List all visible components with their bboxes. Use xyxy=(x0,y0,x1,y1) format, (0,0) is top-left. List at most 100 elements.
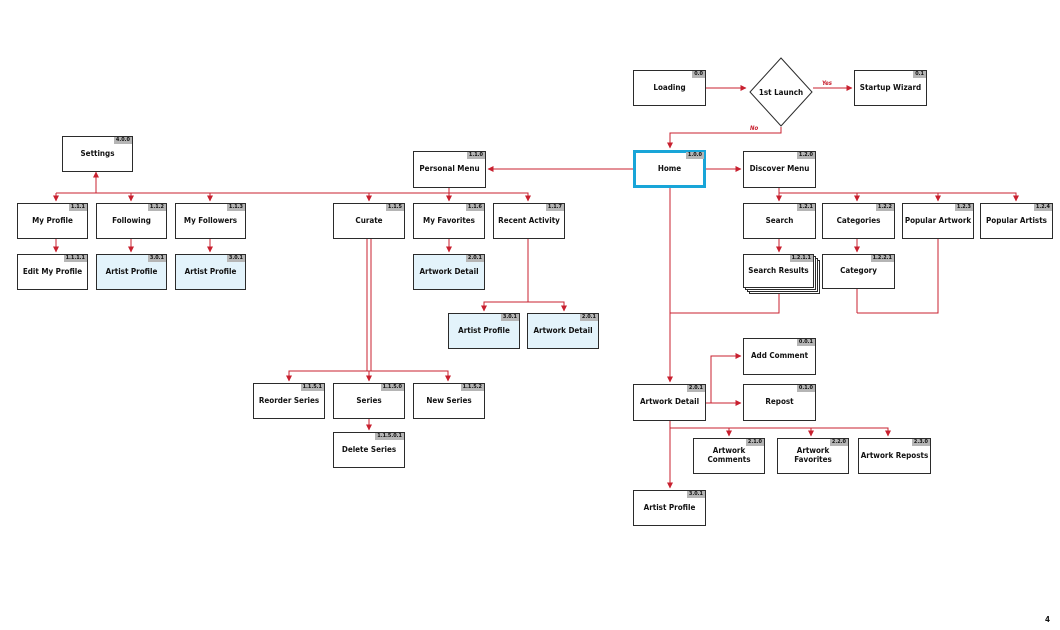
node-code: 1.0.0 xyxy=(685,152,704,159)
node-popular-artwork: 1.2.3 Popular Artwork xyxy=(902,203,974,239)
node-code: 1.1.5.1 xyxy=(300,384,324,391)
node-my-favorites: 1.1.6 My Favorites xyxy=(413,203,485,239)
node-code: 1.1.6 xyxy=(465,204,484,211)
node-label: My Profile xyxy=(32,215,73,225)
node-label: Artist Profile xyxy=(184,266,237,276)
node-code: 1.1.5.2 xyxy=(460,384,484,391)
node-label: Artist Profile xyxy=(105,266,158,276)
node-delete-series: 1.1.5.0.1 Delete Series xyxy=(333,432,405,468)
node-code: 0.1 xyxy=(913,71,926,78)
node-code: 3.0.1 xyxy=(226,255,245,262)
node-artwork-detail: 2.0.1 Artwork Detail xyxy=(633,384,706,421)
node-favorites-artwork-detail: 2.0.1 Artwork Detail xyxy=(413,254,485,290)
node-code: 1.2.1 xyxy=(796,204,815,211)
node-code: 1.1.1.1 xyxy=(63,255,87,262)
node-code: 1.1.3 xyxy=(226,204,245,211)
node-label: Categories xyxy=(836,215,881,225)
node-label: Search xyxy=(765,215,794,225)
node-code: 0.1.0 xyxy=(796,385,815,392)
node-label: Category xyxy=(840,266,877,276)
node-code: 2.0.1 xyxy=(465,255,484,262)
node-code: 3.0.1 xyxy=(500,314,519,321)
node-label: Artwork Favorites xyxy=(794,446,832,464)
node-label: Reorder Series xyxy=(258,395,320,405)
node-label: My Favorites xyxy=(423,215,475,225)
node-following: 1.1.2 Following xyxy=(96,203,167,239)
node-label: Popular Artists xyxy=(986,215,1047,225)
node-artwork-comments: 2.1.0 Artwork Comments xyxy=(693,438,765,474)
node-label: Delete Series xyxy=(341,444,397,454)
node-label: Settings xyxy=(80,148,115,158)
node-code: 1.1.0 xyxy=(466,152,485,159)
node-label: Artist Profile xyxy=(458,325,510,335)
node-label: My Followers xyxy=(183,215,238,225)
node-series: 1.1.5.0 Series xyxy=(333,383,405,419)
node-my-followers: 1.1.3 My Followers xyxy=(175,203,246,239)
edge-label-yes: Yes xyxy=(822,80,833,87)
node-label: Edit My Profile xyxy=(22,266,83,276)
node-label: Artist Profile xyxy=(643,502,696,512)
node-code: 2.3.0 xyxy=(911,439,930,446)
node-new-series: 1.1.5.2 New Series xyxy=(413,383,485,419)
node-code: 3.0.1 xyxy=(147,255,166,262)
node-label: Following xyxy=(112,215,151,225)
node-search-results: 1.2.1.1 Search Results xyxy=(743,254,814,288)
node-repost: 0.1.0 Repost xyxy=(743,384,816,421)
node-label: Add Comment xyxy=(750,351,809,361)
node-code: 1.2.0 xyxy=(796,152,815,159)
node-code: 2.1.0 xyxy=(745,439,764,446)
node-startup-wizard: 0.1 Startup Wizard xyxy=(854,70,927,106)
node-label: Search Results xyxy=(748,265,809,275)
node-code: 0.0.1 xyxy=(796,339,815,346)
node-home: 1.0.0 Home xyxy=(633,150,706,188)
node-category: 1.2.2.1 Category xyxy=(822,254,895,289)
node-activity-artist-profile: 3.0.1 Artist Profile xyxy=(448,313,520,349)
node-label: Startup Wizard xyxy=(859,82,922,92)
node-code: 1.1.5.0.1 xyxy=(375,433,404,440)
node-code: 3.0.1 xyxy=(686,491,705,498)
node-code: 2.0.1 xyxy=(579,314,598,321)
node-code: 4.0.0 xyxy=(113,137,132,144)
node-recent-activity: 1.1.7 Recent Activity xyxy=(493,203,565,239)
node-activity-artwork-detail: 2.0.1 Artwork Detail xyxy=(527,313,599,349)
node-label: Loading xyxy=(653,82,686,92)
node-code: 1.1.2 xyxy=(147,204,166,211)
node-label: Artwork Comments xyxy=(707,446,751,464)
node-label: Artwork Detail xyxy=(419,266,479,276)
node-personal-menu: 1.1.0 Personal Menu xyxy=(413,151,486,188)
node-code: 2.2.0 xyxy=(829,439,848,446)
page-number: 4 xyxy=(1044,615,1050,624)
node-label: Recent Activity xyxy=(498,215,560,225)
node-code: 1.1.1 xyxy=(68,204,87,211)
node-label: Popular Artwork xyxy=(904,215,972,225)
node-artist-profile: 3.0.1 Artist Profile xyxy=(633,490,706,526)
node-label: Repost xyxy=(765,397,794,407)
node-code: 1.2.4 xyxy=(1033,204,1052,211)
decision-diamond-shape xyxy=(749,57,813,127)
node-label: Series xyxy=(356,395,382,405)
node-add-comment: 0.0.1 Add Comment xyxy=(743,338,816,375)
node-label: Discover Menu xyxy=(749,164,810,174)
node-categories: 1.2.2 Categories xyxy=(822,203,895,239)
node-following-artist-profile: 3.0.1 Artist Profile xyxy=(96,254,167,290)
node-code: 2.0.1 xyxy=(686,385,705,392)
node-label: 1st Launch xyxy=(758,87,804,97)
node-search: 1.2.1 Search xyxy=(743,203,816,239)
node-label: Curate xyxy=(355,215,383,225)
node-code: 1.1.5 xyxy=(385,204,404,211)
node-edit-my-profile: 1.1.1.1 Edit My Profile xyxy=(17,254,88,290)
node-code: 1.1.5.0 xyxy=(380,384,404,391)
node-popular-artists: 1.2.4 Popular Artists xyxy=(980,203,1053,239)
node-code: 1.2.1.1 xyxy=(789,255,813,262)
node-code: 1.1.7 xyxy=(545,204,564,211)
node-label: Home xyxy=(657,163,682,173)
node-settings: 4.0.0 Settings xyxy=(62,136,133,172)
node-reorder-series: 1.1.5.1 Reorder Series xyxy=(253,383,325,419)
node-code: 1.2.2.1 xyxy=(870,255,894,262)
node-code: 0.0 xyxy=(692,71,705,78)
node-label: New Series xyxy=(426,395,472,405)
node-code: 1.2.3 xyxy=(954,204,973,211)
node-label: Personal Menu xyxy=(419,164,480,174)
node-label: Artwork Reposts xyxy=(860,450,929,460)
node-first-launch-decision: 1st Launch xyxy=(749,57,813,127)
